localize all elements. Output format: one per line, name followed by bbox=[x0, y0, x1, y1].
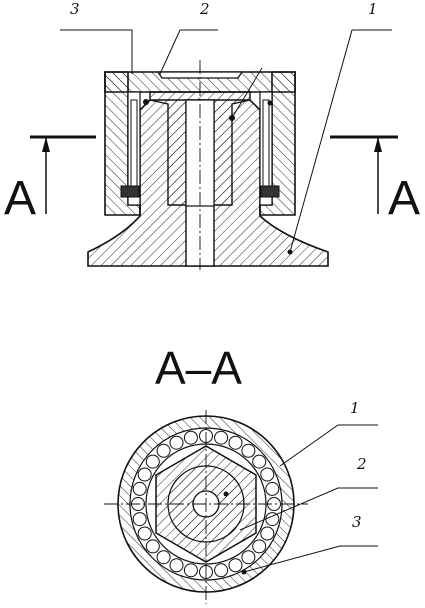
sectional-view: 3 2 1 A A bbox=[4, 0, 420, 270]
bearing-ball bbox=[228, 558, 243, 573]
bearing-ball bbox=[214, 563, 229, 578]
bearing-ball bbox=[214, 430, 229, 445]
outer-cap bbox=[104, 71, 296, 216]
bearing-ball bbox=[156, 443, 171, 458]
ball-marker bbox=[267, 100, 273, 106]
bearing-ball bbox=[156, 550, 171, 565]
bearing-ball bbox=[169, 435, 184, 450]
bearing-ball bbox=[145, 539, 160, 554]
ball-marker bbox=[143, 99, 149, 105]
marker bbox=[223, 491, 229, 497]
bearing-ball bbox=[252, 454, 267, 469]
section-letter-right: A bbox=[388, 172, 420, 225]
bearing-ball bbox=[132, 481, 147, 496]
callout-3: 3 bbox=[70, 0, 80, 18]
callout-1: 1 bbox=[368, 0, 378, 18]
leader-s1 bbox=[279, 424, 378, 467]
bearing-ball bbox=[137, 526, 152, 541]
bearing-ball bbox=[132, 512, 147, 527]
bearing-ball bbox=[183, 430, 198, 445]
bearing-ball bbox=[169, 558, 184, 573]
leader-s2 bbox=[239, 487, 378, 531]
leader-3 bbox=[60, 29, 133, 74]
bearing-ball bbox=[241, 550, 256, 565]
leader-2 bbox=[159, 29, 218, 75]
leader-sleeve bbox=[231, 67, 263, 119]
left-seal bbox=[120, 185, 140, 198]
bearing-ball bbox=[145, 454, 160, 469]
bearing-ball bbox=[183, 563, 198, 578]
leader-s3 bbox=[243, 545, 378, 573]
bearing-ball bbox=[137, 467, 152, 482]
bearing-ball bbox=[241, 443, 256, 458]
ball-ring bbox=[131, 429, 281, 579]
bearing-ball bbox=[228, 435, 243, 450]
section-callout-1: 1 bbox=[350, 399, 360, 417]
section-callout-3: 3 bbox=[352, 513, 362, 531]
right-seal bbox=[260, 185, 280, 198]
cross-section: 1 2 3 bbox=[104, 399, 378, 604]
bearing-ball bbox=[260, 467, 275, 482]
leader-1 bbox=[289, 29, 392, 253]
bearing-ball bbox=[260, 526, 275, 541]
callout-2: 2 bbox=[199, 0, 210, 18]
section-callout-2: 2 bbox=[356, 455, 367, 473]
section-letter-left: A bbox=[4, 172, 36, 225]
bearing-ball bbox=[265, 481, 280, 496]
section-mark-right: A bbox=[330, 135, 420, 225]
bearing-ball bbox=[252, 539, 267, 554]
section-mark-left: A bbox=[4, 135, 96, 225]
section-title: A–A bbox=[155, 342, 242, 394]
